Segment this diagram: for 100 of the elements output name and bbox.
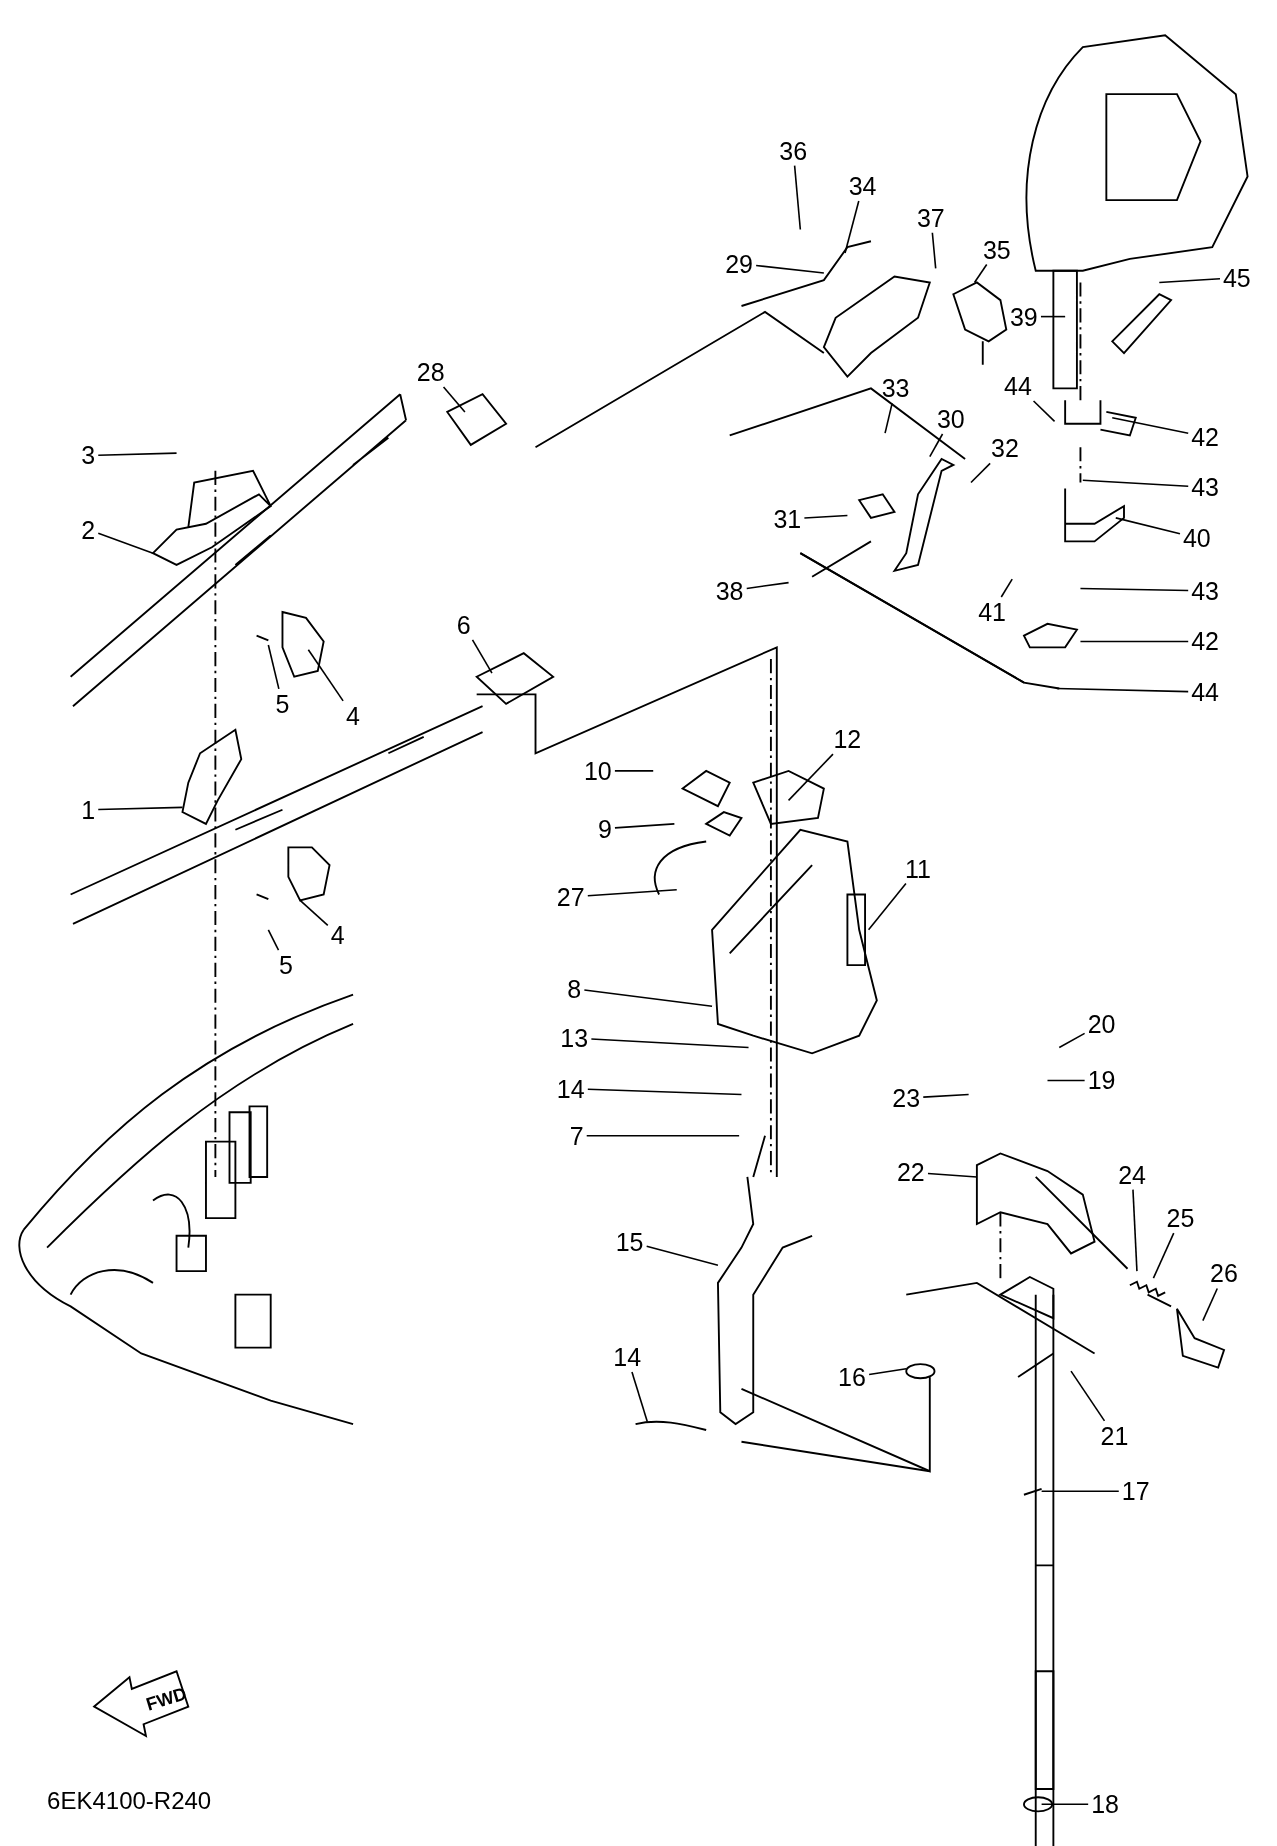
leader-line	[614, 770, 654, 772]
leader-line	[755, 264, 825, 274]
leader-line	[867, 882, 907, 931]
callout-number: 7	[569, 1122, 584, 1149]
leader-line	[645, 1245, 719, 1267]
callout-number: 41	[978, 599, 1006, 625]
callout-number: 28	[416, 358, 445, 385]
callout-number: 2	[81, 516, 96, 543]
callout-number: 44	[1191, 679, 1219, 706]
leader-line	[267, 929, 280, 951]
callout-number: 22	[896, 1159, 925, 1186]
callout-number: 1	[81, 796, 96, 823]
leader-line	[1058, 1032, 1086, 1049]
callout-number: 19	[1087, 1067, 1116, 1094]
leader-line	[614, 823, 676, 829]
callout-number: 36	[779, 137, 808, 164]
callout-number: 29	[725, 250, 753, 277]
leader-line	[1040, 1490, 1120, 1492]
callout-number: 24	[1118, 1161, 1147, 1188]
leader-line	[590, 1038, 750, 1049]
leader-line	[844, 200, 860, 254]
callout-number: 38	[715, 577, 744, 604]
leader-line	[1202, 1287, 1219, 1322]
leader-line	[1040, 315, 1066, 318]
callout-number: 8	[567, 975, 582, 1002]
leader-line	[471, 639, 493, 674]
callout-number: 6	[456, 611, 471, 638]
callout-number: 42	[1191, 423, 1219, 450]
leader-line	[884, 402, 893, 434]
callout-number: 10	[583, 757, 612, 784]
leader-line	[299, 899, 329, 927]
leader-line	[97, 806, 184, 811]
callout-number: 5	[275, 690, 290, 717]
leader-line	[631, 1371, 649, 1423]
callout-number: 13	[560, 1025, 589, 1052]
leader-line	[929, 433, 944, 458]
leader-line	[1111, 417, 1189, 434]
callout-number: 39	[1009, 303, 1038, 330]
leader-line	[307, 648, 344, 702]
callout-number: 17	[1121, 1478, 1150, 1505]
leader-line	[442, 386, 466, 413]
leader-line	[1032, 400, 1056, 423]
leader-line	[587, 889, 678, 897]
leader-line	[1040, 1803, 1089, 1806]
callout-number: 16	[838, 1364, 866, 1391]
leader-line	[587, 1088, 743, 1096]
leader-line	[922, 1093, 970, 1098]
callout-number: 11	[905, 855, 931, 882]
callout-number: 15	[615, 1228, 644, 1255]
callout-number: 21	[1100, 1422, 1129, 1449]
callout-number: 20	[1087, 1010, 1116, 1037]
callout-number: 44	[1004, 373, 1032, 400]
leader-line	[931, 231, 937, 270]
callout-number: 27	[556, 883, 585, 910]
callout-number: 34	[848, 172, 877, 199]
callout-number: 40	[1182, 524, 1211, 551]
leader-line	[97, 532, 154, 554]
leader-line	[1158, 278, 1221, 284]
callout-number: 23	[892, 1085, 921, 1112]
leader-line	[787, 753, 834, 802]
leader-line	[1070, 1370, 1106, 1422]
leader-line	[1082, 479, 1189, 488]
callout-number: 14	[556, 1075, 585, 1102]
callout-number: 14	[613, 1344, 642, 1371]
callout-number: 45	[1222, 264, 1251, 291]
callout-number: 5	[279, 952, 293, 979]
callout-number: 42	[1191, 628, 1219, 655]
callout-number: 4	[330, 921, 345, 948]
callout-number: 3	[81, 442, 96, 469]
leader-line	[1132, 1188, 1138, 1272]
leader-line	[1152, 1232, 1175, 1279]
leader-line	[585, 1134, 740, 1137]
leader-line	[793, 164, 802, 231]
callout-number: 25	[1166, 1205, 1195, 1232]
leader-line	[583, 989, 713, 1008]
callout-number: 12	[833, 726, 862, 753]
callout-number: 9	[597, 815, 612, 842]
leader-line	[1114, 517, 1181, 535]
leader-line	[970, 462, 991, 484]
leader-line	[1046, 1079, 1086, 1082]
leader-line	[1079, 587, 1189, 592]
callout-number: 33	[881, 375, 910, 402]
callout-number: 31	[773, 506, 802, 533]
callout-number: 32	[991, 435, 1019, 462]
leader-line	[927, 1172, 978, 1178]
callout-number: 30	[936, 406, 965, 432]
callout-number: 18	[1091, 1791, 1119, 1818]
callout-number: 4	[346, 702, 360, 729]
leader-line	[1056, 687, 1189, 693]
callout-number: 37	[916, 204, 945, 231]
leader-line	[803, 514, 849, 519]
leader-line	[745, 581, 790, 590]
callout-number: 43	[1191, 577, 1219, 604]
drawing-code: 6EK4100-R240	[47, 1786, 212, 1815]
callout-number: 43	[1191, 474, 1219, 501]
direction-label: FWD	[143, 1683, 190, 1716]
callout-number: 26	[1210, 1260, 1238, 1287]
leader-line	[1000, 578, 1013, 598]
leader-line	[973, 263, 988, 284]
leader-line	[1079, 640, 1189, 643]
